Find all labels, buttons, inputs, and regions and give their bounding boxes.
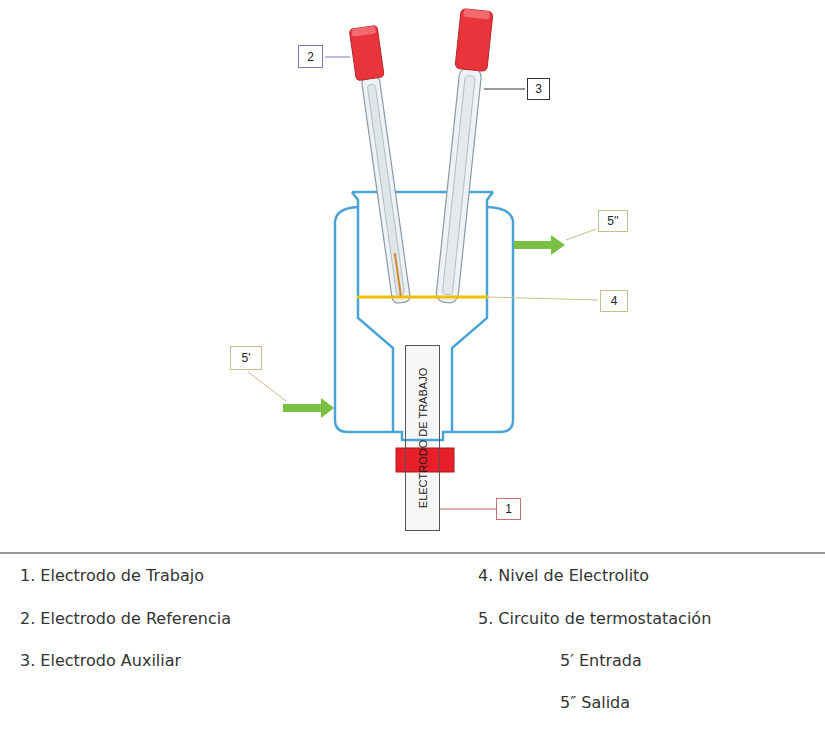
working-electrode: ELECTRODO DE TRABAJO: [405, 345, 440, 531]
legend-item: 3. Electrodo Auxiliar: [20, 651, 181, 670]
inlet-arrow: [283, 398, 334, 418]
callout-number: 2: [307, 51, 314, 63]
legend-item: 5′ Entrada: [560, 651, 642, 670]
callout-number: 1: [505, 503, 512, 515]
callout-box: 1: [496, 498, 521, 520]
separator-rule: [0, 552, 825, 553]
legend-item: 5. Circuito de termostatación: [478, 609, 711, 628]
callout-number: 4: [611, 295, 618, 307]
leader-line: [488, 297, 598, 300]
callout-number: 5'': [607, 215, 618, 227]
legend-item: 1. Electrodo de Trabajo: [20, 566, 204, 585]
electrolyte-level: [357, 296, 488, 299]
electrode-body: [405, 345, 440, 531]
leader-line: [484, 89, 525, 90]
leader-connector: [440, 509, 496, 510]
beaker-rim: [352, 191, 493, 194]
callout-box: 2: [298, 45, 323, 68]
leader-line: [248, 372, 286, 401]
callout-number: 5': [242, 352, 251, 364]
legend-item: 5″ Salida: [560, 693, 630, 712]
reference-electrode: [349, 25, 415, 304]
outlet-arrow: [514, 235, 565, 255]
legend-item: 2. Electrodo de Referencia: [20, 609, 231, 628]
callout-box: 5': [230, 346, 262, 370]
auxiliary-electrode: [430, 8, 493, 304]
callout-box: 4: [600, 290, 628, 312]
callout-box: 3: [527, 78, 550, 100]
callout-number: 3: [535, 83, 542, 95]
legend-item: 4. Nivel de Electrolito: [478, 566, 649, 585]
leader-line: [566, 229, 596, 240]
leader-line: [325, 57, 350, 58]
electrode-label: ELECTRODO DE TRABAJO: [417, 368, 428, 508]
callout-box: 5'': [598, 210, 628, 232]
